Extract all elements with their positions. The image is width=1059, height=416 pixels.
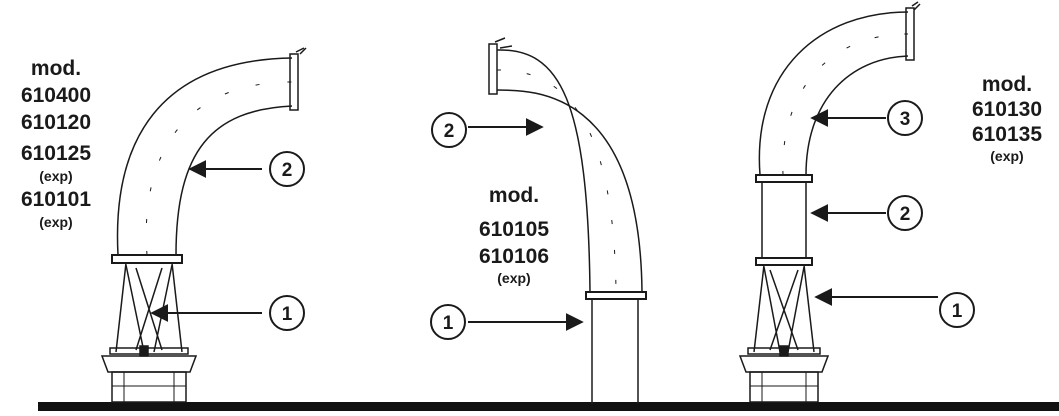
figure-1-callout-1: 1 (150, 295, 305, 331)
callout-number: 2 (282, 160, 293, 181)
model-number: 610130 (971, 98, 1043, 121)
figure-3-base-frame (753, 264, 815, 353)
figure-2-drawing (488, 37, 647, 404)
model-note: (exp) (990, 148, 1024, 164)
badge-circle-icon (431, 112, 467, 148)
ground-line (38, 402, 1059, 411)
model-note: (exp) (497, 270, 531, 286)
figure-2-callout-2: 2 (431, 112, 544, 148)
callout-number: 2 (900, 204, 911, 225)
model-number: 610400 (20, 84, 92, 107)
figure-1-callout-2: 2 (188, 151, 305, 187)
model-number: 610101 (20, 188, 92, 211)
model-note: (exp) (39, 168, 73, 184)
model-number: 610120 (20, 111, 92, 134)
figure-3-drawing (738, 1, 921, 403)
figure-1-outlet-flange (289, 53, 299, 111)
model-number: 610106 (478, 245, 550, 268)
figure-3-lower-flange (755, 257, 813, 266)
figure-3-extension-pipe (761, 182, 807, 258)
figure-2-callout-1: 1 (430, 304, 584, 340)
figure-2-joint-flange (585, 291, 647, 300)
model-prefix: mod. (981, 73, 1033, 96)
figure-3-elbow (758, 11, 909, 176)
figure-3-motor-housing (738, 355, 830, 373)
figure-1-drawing (100, 47, 307, 403)
figure-3-callout-2: 2 (810, 195, 923, 231)
figure-3-outlet-flange (905, 7, 915, 61)
model-note: (exp) (39, 214, 73, 230)
figure-1-joint-flange (111, 254, 183, 264)
callout-number: 1 (952, 301, 963, 322)
badge-circle-icon (887, 100, 923, 136)
badge-circle-icon (430, 304, 466, 340)
model-number: 610105 (478, 218, 550, 241)
badge-circle-icon (269, 295, 305, 331)
figure-2-elbow (496, 49, 591, 293)
badge-circle-icon (269, 151, 305, 187)
model-prefix: mod. (30, 57, 82, 80)
figure-1-base-frame (115, 262, 183, 353)
badge-circle-icon (887, 195, 923, 231)
callout-number: 3 (900, 109, 911, 130)
figure-3-callout-1: 1 (814, 288, 975, 328)
callout-number: 1 (443, 313, 454, 334)
figure-3-upper-flange (755, 174, 813, 183)
figure-2-model-label: mod. 610105 610106 (exp) (460, 185, 568, 285)
figure-2-straight-pipe (591, 299, 639, 404)
callout-number: 2 (444, 121, 455, 142)
figure-3-callout-3: 3 (810, 100, 923, 136)
model-number: 610135 (971, 123, 1043, 146)
badge-circle-icon (939, 292, 975, 328)
figure-3-model-label: mod. 610130 610135 (exp) (957, 74, 1057, 163)
figure-1-elbow (116, 57, 293, 256)
figure-1-model-label: mod. 610400 610120 610125 (exp) 610101 (… (4, 58, 108, 229)
model-number: 610125 (20, 142, 92, 165)
model-prefix: mod. (488, 184, 540, 207)
figure-1-motor-housing (100, 355, 198, 373)
figure-2-outlet-flange (488, 43, 498, 95)
callout-number: 1 (282, 304, 293, 325)
